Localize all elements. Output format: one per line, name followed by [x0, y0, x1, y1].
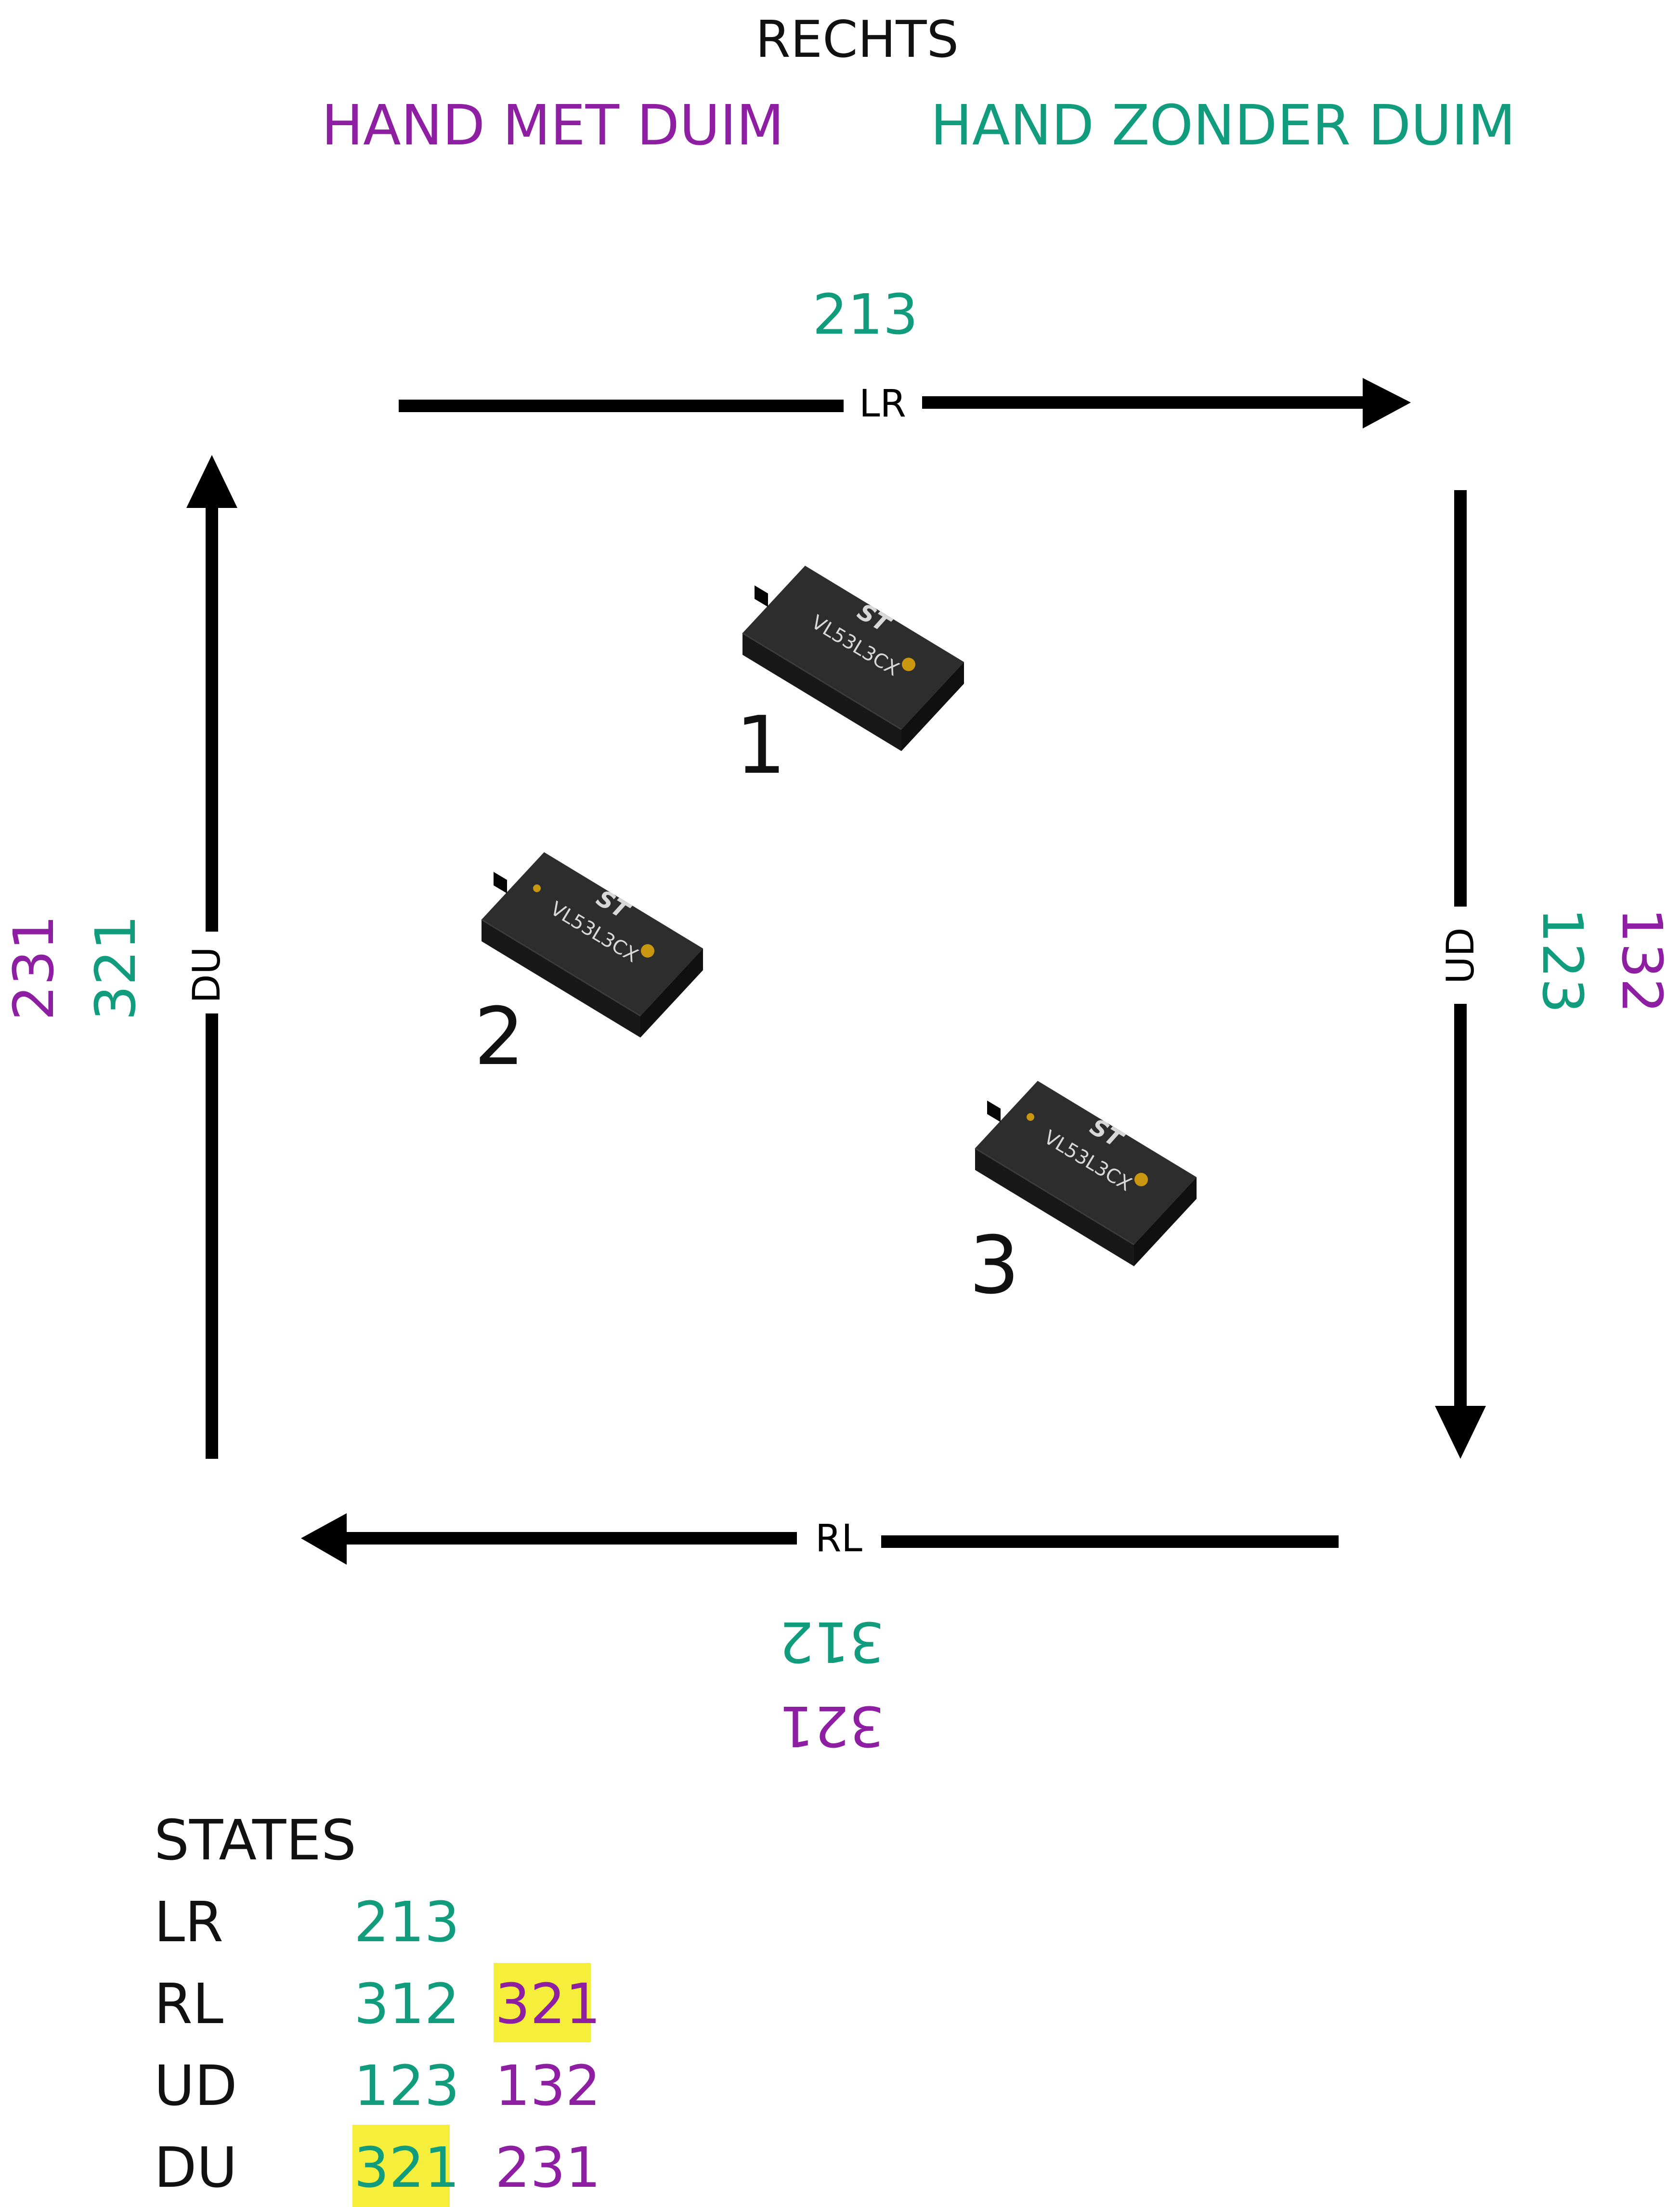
state-gesture: LR	[154, 1890, 223, 1955]
arrow-ud	[1435, 490, 1486, 1459]
du-without-thumb-value: 321	[84, 915, 148, 1021]
sensor-chip-3: ST VL53L3CX	[974, 1080, 1198, 1267]
states-table: STATES LR 213 RL 312 321 UD 123 132 DU 3…	[154, 1808, 601, 2207]
ud-with-thumb-value: 132	[1609, 908, 1674, 1013]
states-row-rl: RL 312 321	[154, 1972, 601, 2037]
states-row-lr: LR 213	[154, 1890, 460, 1955]
arrow-rl	[301, 1513, 1339, 1565]
state-without-thumb: 312	[354, 1972, 460, 2037]
highlight-du-without-thumb	[352, 2125, 450, 2207]
states-row-ud: UD 123 132	[154, 2054, 601, 2118]
arrow-lr	[399, 378, 1411, 428]
state-without-thumb: 213	[354, 1890, 460, 1955]
state-with-thumb: 321	[495, 1972, 601, 2037]
rl-with-thumb-value: 321	[779, 1693, 885, 1758]
chip-dot	[1134, 1173, 1148, 1186]
chip-dot-small	[533, 884, 541, 892]
state-gesture: RL	[154, 1972, 223, 2037]
state-with-thumb: 231	[495, 2136, 601, 2200]
legend-without-thumb: HAND ZONDER DUIM	[930, 93, 1515, 158]
state-without-thumb: 321	[354, 2136, 460, 2200]
sensor-number-2: 2	[474, 990, 525, 1083]
arrow-du	[186, 455, 237, 1459]
state-without-thumb: 123	[354, 2054, 460, 2118]
chip-dot-small	[1027, 1113, 1034, 1121]
state-with-thumb: 132	[495, 2054, 601, 2118]
arrow-lr-label: LR	[859, 382, 906, 426]
state-gesture: DU	[154, 2136, 237, 2200]
sensor-chip-2: ST VL53L3CX	[481, 851, 704, 1039]
ud-without-thumb-value: 123	[1530, 908, 1594, 1013]
lr-without-thumb-value: 213	[812, 283, 918, 347]
sensor-chip-1: ST VL53L3CX	[742, 565, 965, 752]
states-heading: STATES	[154, 1808, 356, 1873]
chip-dot	[902, 658, 915, 671]
state-gesture: UD	[154, 2054, 237, 2118]
legend-with-thumb: HAND MET DUIM	[322, 93, 784, 158]
sensor-number-1: 1	[736, 699, 786, 792]
chip-dot	[641, 944, 654, 958]
states-row-du: DU 321 231	[154, 2136, 601, 2200]
arrow-rl-label: RL	[815, 1517, 862, 1560]
sensor-number-3: 3	[969, 1219, 1020, 1311]
arrow-du-label: DU	[185, 947, 229, 1003]
arrow-ud-label: UD	[1439, 927, 1483, 984]
highlight-rl-with-thumb	[494, 1963, 591, 2042]
page-title: RECHTS	[755, 10, 959, 69]
du-with-thumb-value: 231	[2, 915, 66, 1021]
rl-without-thumb-value: 312	[779, 1609, 885, 1674]
